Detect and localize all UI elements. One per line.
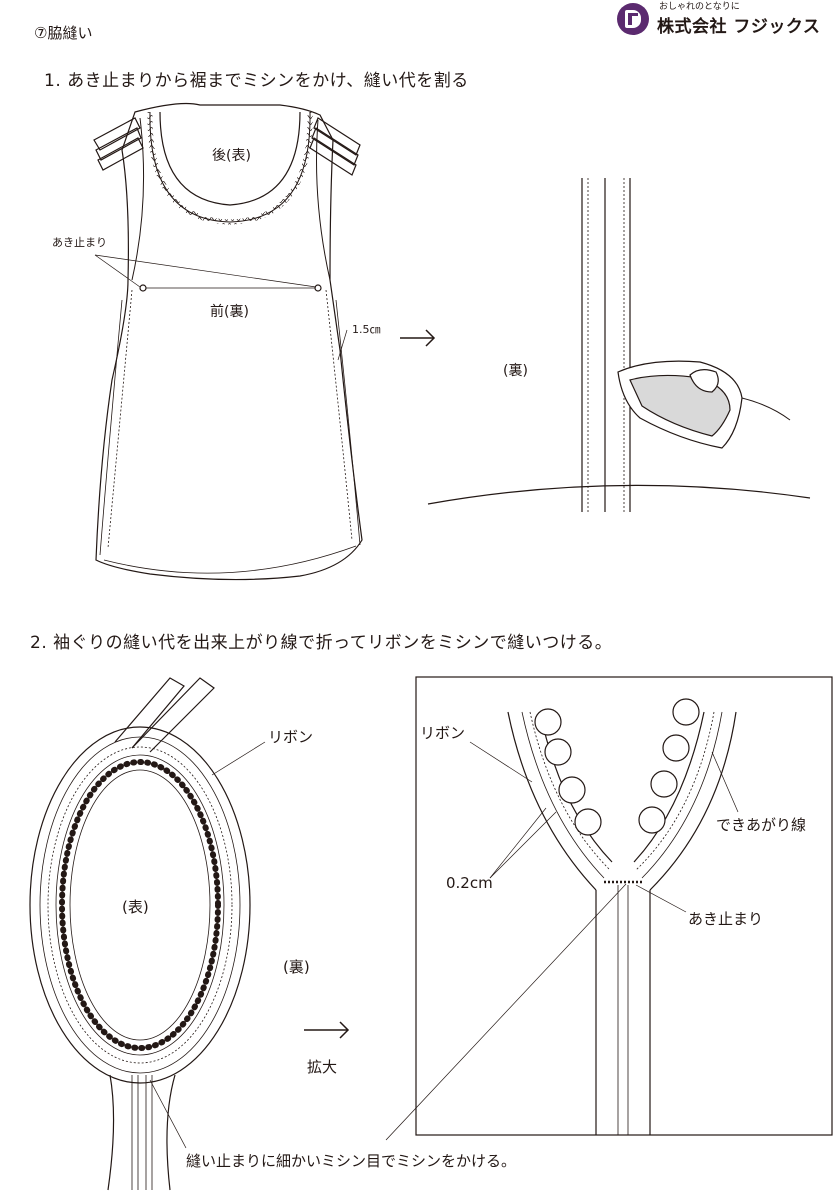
label-outside: (表): [122, 898, 149, 916]
label-stitch-note: 縫い止まりに細かいミシン目でミシンをかける。: [186, 1152, 516, 1170]
step1-instruction: 1. あき止まりから裾までミシンをかけ、縫い代を割る: [44, 71, 469, 91]
dress-illustration: [93, 102, 363, 581]
label-width: 0.2cm: [446, 874, 493, 892]
arrow-right-icon-2: [304, 1021, 350, 1039]
logo-mark-icon: [617, 3, 649, 35]
label-enlarge: 拡大: [307, 1058, 337, 1076]
label-back: 後(表): [212, 148, 251, 164]
label-opening-stop-1: あき止まり: [52, 236, 107, 249]
label-reverse-1: (裏): [503, 362, 528, 379]
label-opening-stop-2: あき止まり: [688, 910, 763, 928]
label-reverse-2: (裏): [283, 958, 310, 976]
company-logo: おしゃれのとなりに 株式会社 フジックス: [613, 0, 833, 40]
armhole-illustration: [29, 677, 266, 1191]
enlarged-detail-box: [385, 676, 833, 1141]
logo-company-name: 株式会社 フジックス: [657, 17, 821, 37]
logo-tagline: おしゃれのとなりに: [659, 2, 740, 12]
pressed-seam-illustration: [427, 178, 811, 512]
label-finish-line: できあがり線: [716, 816, 806, 834]
step2-instruction: 2. 袖ぐりの縫い代を出来上がり線で折ってリボンをミシンで縫いつける。: [30, 633, 613, 653]
iron-icon: [617, 360, 791, 449]
label-ribbon-left: リボン: [268, 728, 313, 746]
label-ribbon-detail: リボン: [420, 724, 465, 742]
section-title: ⑦脇縫い: [34, 24, 93, 42]
label-front: 前(裏): [210, 303, 249, 320]
label-seam-allowance: 1.5㎝: [352, 323, 381, 336]
arrow-right-icon: [400, 329, 436, 347]
